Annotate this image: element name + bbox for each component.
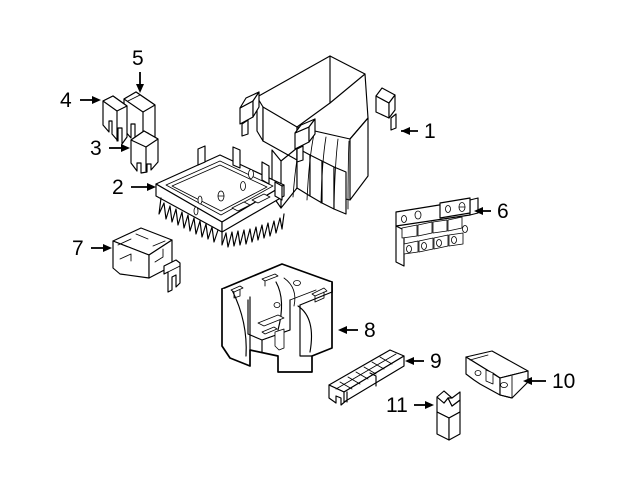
callout-5: 5: [132, 47, 144, 93]
callout-9: 9: [405, 350, 442, 373]
callout-3: 3: [90, 137, 130, 160]
callout-2-label: 2: [112, 176, 124, 199]
part-blade-fuse: [123, 91, 156, 153]
callout-11: 11: [386, 394, 434, 417]
part-connector-block: [436, 390, 461, 441]
part-retaining-rail: [328, 349, 405, 406]
part-relay-cover: [112, 227, 181, 293]
callout-1: 1: [401, 120, 436, 143]
part-relay: [130, 130, 159, 174]
part-fuse-box-lower-housing: [155, 145, 285, 248]
callout-11-label: 11: [386, 394, 408, 417]
callout-8: 8: [338, 319, 376, 342]
callout-6-label: 6: [497, 200, 509, 223]
callout-7: 7: [72, 237, 112, 260]
part-end-cap: [465, 350, 529, 399]
callout-layer: 1 2 3 4: [60, 47, 575, 417]
part-mini-fuse: [102, 95, 128, 145]
part-fuse-box-bracket: [221, 263, 333, 373]
part-fuse-box-cover: [239, 55, 397, 215]
callout-8-label: 8: [364, 319, 376, 342]
part-terminal-bracket: [395, 197, 479, 267]
callout-7-label: 7: [72, 237, 84, 260]
callout-4-label: 4: [60, 89, 72, 112]
callout-2: 2: [112, 176, 156, 199]
callout-10: 10: [523, 370, 575, 393]
callout-10-label: 10: [552, 370, 575, 393]
callout-5-label: 5: [132, 47, 144, 70]
callout-4: 4: [60, 89, 101, 112]
callout-9-label: 9: [430, 350, 442, 373]
callout-1-label: 1: [424, 120, 436, 143]
callout-6: 6: [474, 200, 509, 223]
callout-3-label: 3: [90, 137, 102, 160]
